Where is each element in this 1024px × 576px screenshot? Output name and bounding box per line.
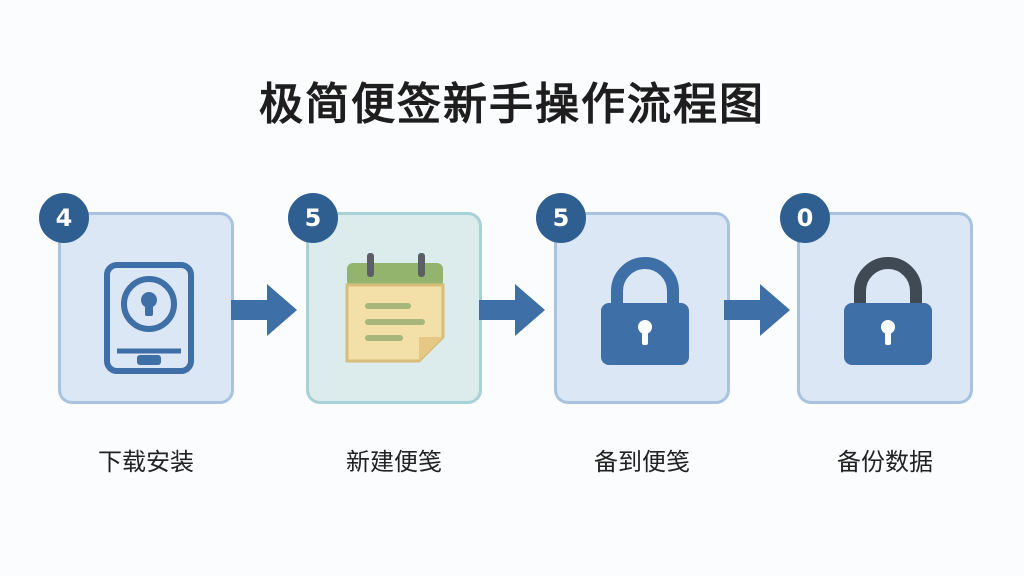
- notepad-icon: [345, 253, 445, 363]
- step-label-download: 下载安装: [98, 448, 194, 476]
- padlock-icon: [601, 257, 689, 365]
- arrow-right-icon: [479, 284, 545, 336]
- step-card-new-note: [306, 212, 482, 404]
- padlock-icon: [844, 257, 932, 365]
- step-number-badge: 5: [536, 193, 586, 243]
- page-title: 极简便签新手操作流程图: [259, 79, 765, 130]
- step-card-download: [58, 212, 234, 404]
- step-card-backup: [797, 212, 973, 404]
- step-number-badge: 4: [39, 193, 89, 243]
- step-label-lock-note: 备到便笺: [594, 448, 690, 476]
- step-label-new-note: 新建便笺: [346, 448, 442, 476]
- arrow-right-icon: [724, 284, 790, 336]
- phone-lock-icon: [104, 262, 194, 374]
- arrow-right-icon: [231, 284, 297, 336]
- step-number-badge: 0: [780, 193, 830, 243]
- step-label-backup: 备份数据: [837, 448, 933, 476]
- step-number-badge: 5: [288, 193, 338, 243]
- step-card-lock-note: [554, 212, 730, 404]
